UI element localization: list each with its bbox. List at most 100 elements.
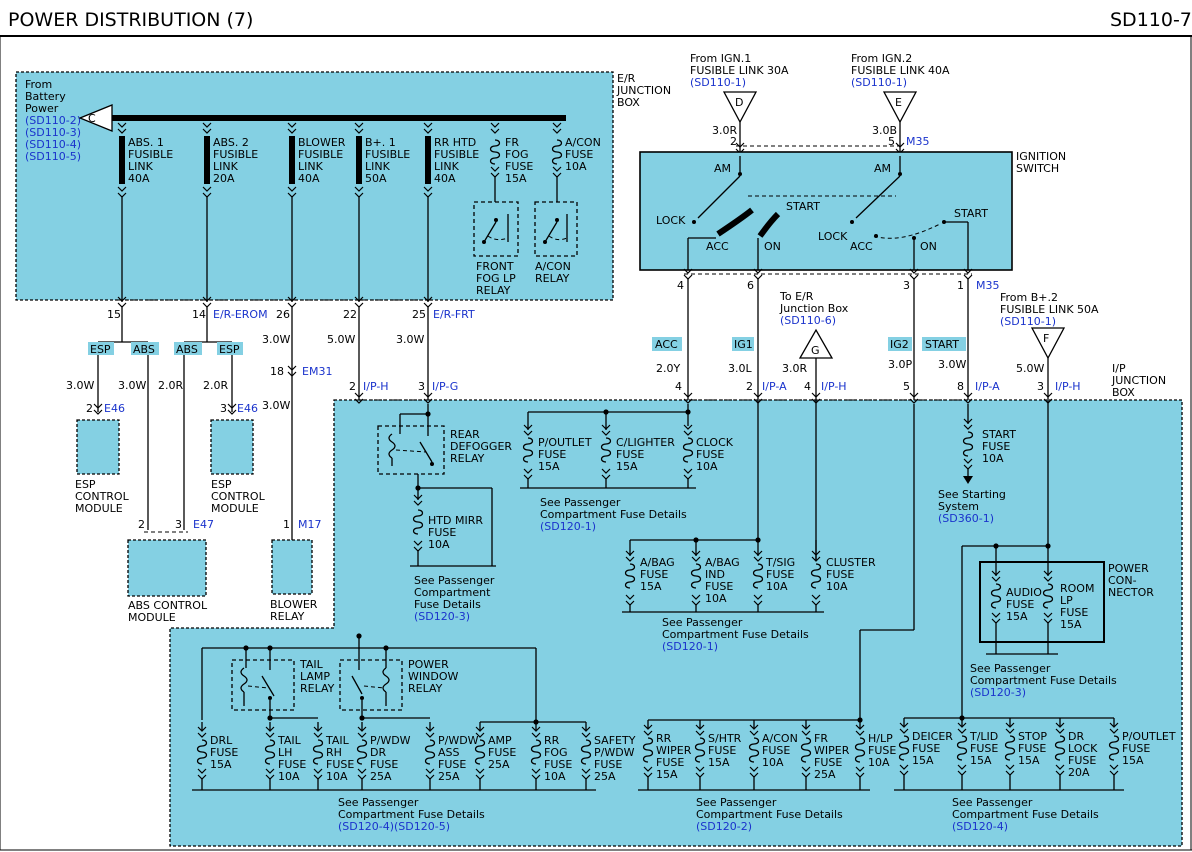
- blower-label: BLOWER FUSIBLE LINK 40A: [298, 136, 346, 185]
- ign-wire-2y: 2.0Y: [656, 362, 680, 375]
- conn-ipg: I/P-G: [432, 380, 458, 393]
- pin-e47-2: 2: [138, 518, 145, 531]
- bottom-mid-fuse-label: WIPER: [656, 744, 692, 757]
- bottom-left-fuse-label: 10A: [278, 770, 300, 783]
- page-code: SD110-7: [1110, 9, 1192, 31]
- see3-ref: (SD120-1): [662, 640, 718, 653]
- fusible-link-blower: [287, 122, 297, 302]
- svg-text:50A: 50A: [365, 172, 387, 185]
- er-frt: E/R-FRT: [433, 308, 475, 321]
- bottom-mid-fuse-label: 10A: [762, 756, 784, 769]
- svg-text:FUSIBLE: FUSIBLE: [128, 148, 173, 161]
- tail-relay-l1: TAIL: [299, 658, 324, 671]
- see-start-l1: See Starting: [938, 488, 1006, 501]
- ign-name-2: SWITCH: [1016, 162, 1059, 175]
- see-start-l2: System: [938, 500, 979, 513]
- bottom-left-fuse-label: ASS: [438, 746, 460, 759]
- bottom-left-fuse-label: DRL: [210, 734, 233, 747]
- esp-control-module-1: [76, 419, 120, 475]
- acon-relay-icon: [534, 201, 578, 257]
- bottom-left-fuse-label: 15A: [210, 758, 232, 771]
- ign-wire-5w: 5.0W: [1016, 362, 1044, 375]
- htd-mirr-label-2: FUSE: [428, 526, 456, 539]
- ignition-switch-contacts-left: [687, 156, 896, 270]
- svg-text:ABS. 2: ABS. 2: [213, 136, 249, 149]
- bottom-mid-fuse-label: FUSE: [762, 744, 790, 757]
- bottom-mid-fuse-label: WIPER: [814, 744, 850, 757]
- er-pin-14: 14: [192, 308, 206, 321]
- b1-label: B+. 1 FUSIBLE LINK 50A: [365, 136, 410, 185]
- bottom-right-fuse-label: 15A: [970, 754, 992, 767]
- ign-acc-1: ACC: [706, 240, 729, 253]
- svg-text:E: E: [895, 96, 902, 109]
- bottom-right-fuse-label: FUSE: [970, 742, 998, 755]
- out-acc: ACC: [655, 338, 678, 351]
- source-d: From IGN.1 FUSIBLE LINK 30A (SD110-1) D: [690, 52, 789, 124]
- power-conn-l3: NECTOR: [1108, 586, 1154, 599]
- source-e: From IGN.2 FUSIBLE LINK 40A (SD110-1) E: [851, 52, 950, 124]
- wire-blower: 3.0W: [262, 333, 290, 346]
- pin-e46-3: 3: [220, 402, 227, 415]
- pc-f1-l2: FUSE: [1006, 598, 1034, 611]
- bottom-left-fuse-label: 25A: [594, 770, 616, 783]
- see1-line3: Fuse Details: [414, 598, 481, 611]
- pin-m17: 1: [283, 518, 290, 531]
- bottom-right-fuse-label: 20A: [1068, 766, 1090, 779]
- ig1-f1-l1: A/BAG: [640, 556, 675, 569]
- svg-text:D: D: [735, 96, 743, 109]
- bottom-left-fuse-label: RR: [544, 734, 560, 747]
- see1-line1: See Passenger: [414, 574, 495, 587]
- bottom-mid-fuse-label: 10A: [868, 756, 890, 769]
- see5-l1: See Passenger: [338, 796, 419, 809]
- front-fog-relay-label-2: FOG LP: [476, 272, 516, 285]
- ip-conn-ipa-1: I/P-A: [762, 380, 787, 393]
- acc-fuse-1-l1: P/OUTLET: [538, 436, 592, 449]
- acon-relay-label-2: RELAY: [535, 272, 570, 285]
- front-fog-relay-label-1: FRONT: [476, 260, 514, 273]
- pin-e46-2: 2: [86, 402, 93, 415]
- fuse-acon: [551, 122, 563, 202]
- power-connector[interactable]: [979, 561, 1105, 643]
- svg-text:40A: 40A: [128, 172, 150, 185]
- acon-label: A/CON FUSE 10A: [565, 136, 601, 173]
- bottom-right-fuse-label: LOCK: [1068, 742, 1098, 755]
- bottom-mid-fuse-label: FUSE: [868, 744, 896, 757]
- ip-conn-iph-1: I/P-H: [821, 380, 847, 393]
- svg-text:RR HTD: RR HTD: [434, 136, 476, 149]
- esp1-label-1: ESP: [75, 478, 96, 491]
- esp2-label-1: ESP: [211, 478, 232, 491]
- bottom-mid-fuse-label: FUSE: [814, 756, 842, 769]
- svg-text:10A: 10A: [565, 160, 587, 173]
- svg-text:B+. 1: B+. 1: [365, 136, 396, 149]
- esp-control-module-2: [210, 419, 254, 475]
- svg-text:LINK: LINK: [365, 160, 391, 173]
- ig1-f2-l3: FUSE: [705, 580, 733, 593]
- svg-text:LINK: LINK: [434, 160, 460, 173]
- svg-text:20A: 20A: [213, 172, 235, 185]
- ign-bot-conn: M35: [976, 279, 1000, 292]
- ign-lock-2: LOCK: [818, 230, 848, 243]
- battery-label-2: Battery: [25, 90, 66, 103]
- bottom-left-fuse-label: FUSE: [370, 758, 398, 771]
- see2-ref: (SD120-1): [540, 520, 596, 533]
- ign-on-2: ON: [920, 240, 937, 253]
- from-b2-f: From B+.2 FUSIBLE LINK 50A (SD110-1) F: [1000, 291, 1099, 360]
- see6-ref: (SD120-2): [696, 820, 752, 833]
- bottom-left-fuse-label: FUSE: [326, 758, 354, 771]
- pw-relay-l1: POWER: [408, 658, 449, 671]
- bottom-left-fuse-label: FUSE: [488, 746, 516, 759]
- fusible-link-abs2: [202, 122, 212, 302]
- bottom-right-fuse-label: P/OUTLET: [1122, 730, 1176, 743]
- abs1-label: ABS. 1 FUSIBLE LINK 40A: [128, 136, 173, 185]
- ip-pin-4a: 4: [675, 380, 682, 393]
- ignition-switch-contacts-right: [850, 156, 969, 270]
- conn-e46-b: E46: [237, 402, 258, 415]
- er-pin-25: 25: [412, 308, 426, 321]
- svg-text:(SD110-6): (SD110-6): [780, 314, 836, 327]
- ign-wire-3b: 3.0B: [872, 124, 897, 137]
- svg-text:FUSE: FUSE: [505, 160, 533, 173]
- rear-defogger-relay-icon: [377, 414, 445, 475]
- conn-em31: EM31: [302, 365, 332, 378]
- battery-ref-2: (SD110-3): [25, 126, 81, 139]
